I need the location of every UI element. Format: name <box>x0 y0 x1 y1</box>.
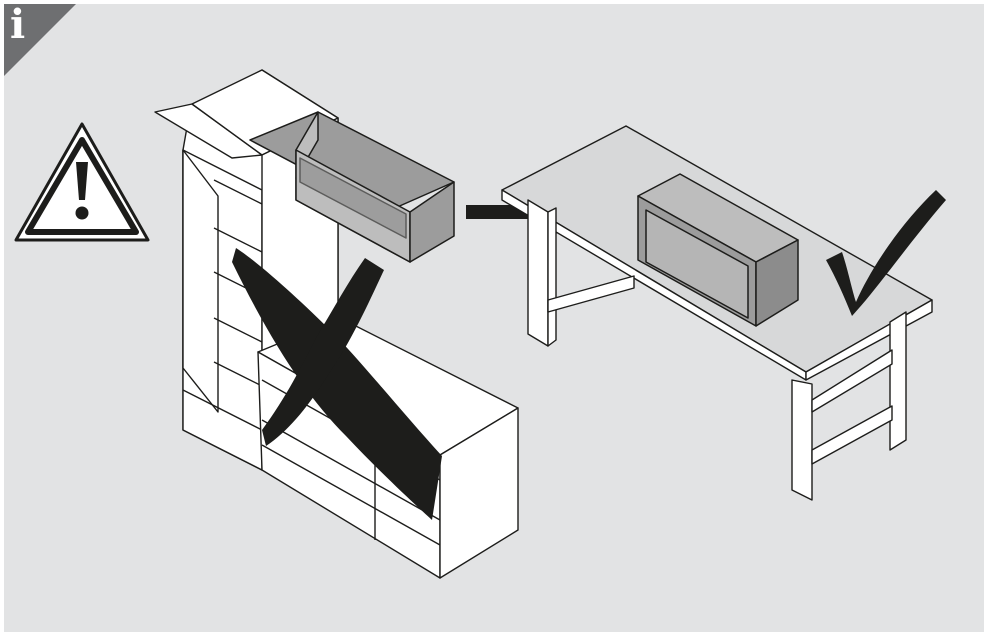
work-table <box>501 125 933 501</box>
warning-triangle-icon <box>14 122 150 242</box>
wall-unit-on-cabinet <box>249 111 455 263</box>
cross-mark-icon <box>232 248 442 520</box>
info-icon: i <box>10 1 26 48</box>
check-mark-icon <box>826 190 946 316</box>
wall-unit-on-table <box>637 173 799 327</box>
info-corner-triangle <box>4 4 76 76</box>
